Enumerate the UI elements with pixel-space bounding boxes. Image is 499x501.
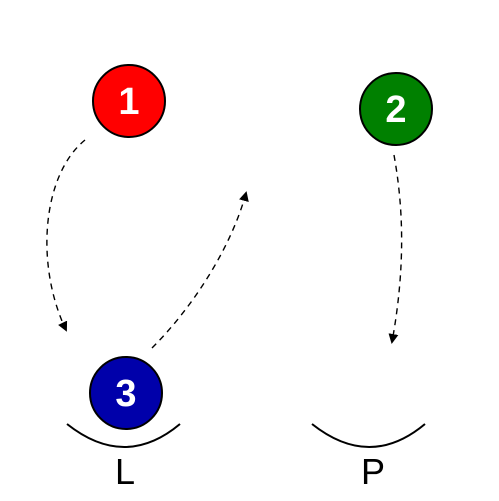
node-2-circle [359,72,433,146]
right-position-arc [311,423,426,448]
node-3: 3 [89,356,163,430]
left-position-arc [66,423,181,448]
node-1: 1 [92,64,166,138]
arrow-2-to-p [388,154,403,344]
node-1-circle [92,64,166,138]
node-2-label: 2 [385,89,406,131]
node-1-label: 1 [118,81,139,123]
left-position-label: L [115,451,135,492]
arrow-3-to-up-right [151,191,249,349]
node-3-label: 3 [115,373,136,415]
node-3-circle [89,356,163,430]
arrow-1-to-3 [46,139,86,332]
right-position-label: P [361,451,385,492]
node-2: 2 [359,72,433,146]
